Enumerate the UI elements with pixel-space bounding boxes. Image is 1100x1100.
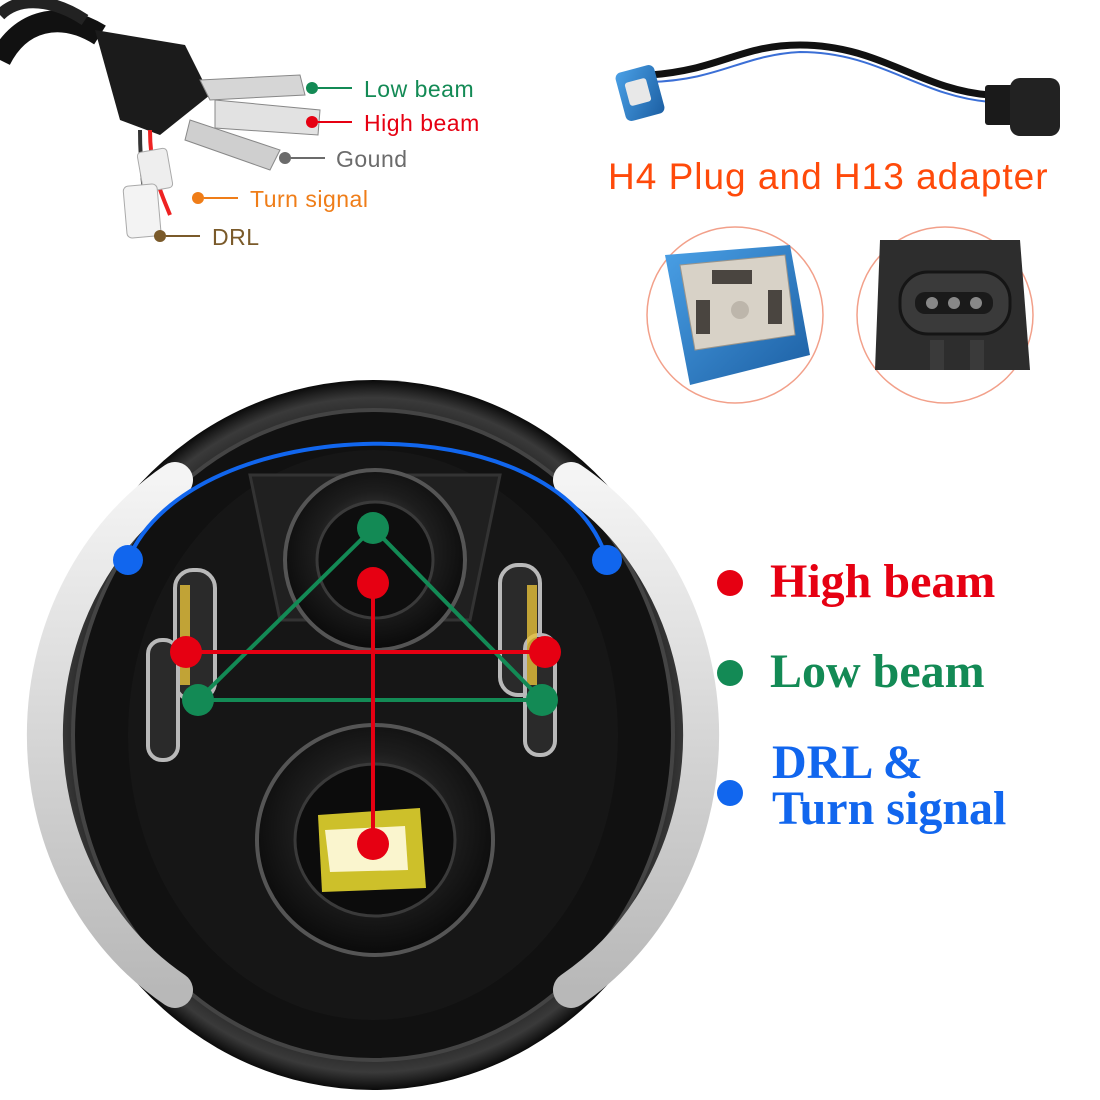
high-beam-markers [170, 567, 561, 860]
drl-turn-markers [113, 441, 622, 575]
legend-low-beam-label: Low beam [770, 645, 985, 698]
h13-socket-icon [856, 226, 1034, 404]
pin-label-low-beam: Low beam [364, 76, 475, 102]
pin-label-ground: Gound [336, 146, 408, 172]
legend-drl-label-line1: DRL & [772, 736, 923, 789]
legend-drl-label-line2: Turn signal [772, 782, 1007, 835]
low-beam-markers [182, 512, 558, 716]
h4-plug-icon [0, 0, 352, 242]
legend-high-beam-label: High beam [770, 555, 996, 608]
pin-label-turn-signal: Turn signal [250, 186, 369, 212]
h4-plug-closeup [646, 226, 824, 404]
legend-drl-turn-dot [717, 780, 743, 806]
legend-low-beam-dot [717, 660, 743, 686]
pin-label-drl: DRL [212, 224, 260, 250]
pin-label-high-beam: High beam [364, 110, 480, 136]
legend-high-beam-dot [717, 570, 743, 596]
adapter-cable-icon [615, 41, 1060, 136]
adapter-title: H4 Plug and H13 adapter [608, 156, 1049, 197]
